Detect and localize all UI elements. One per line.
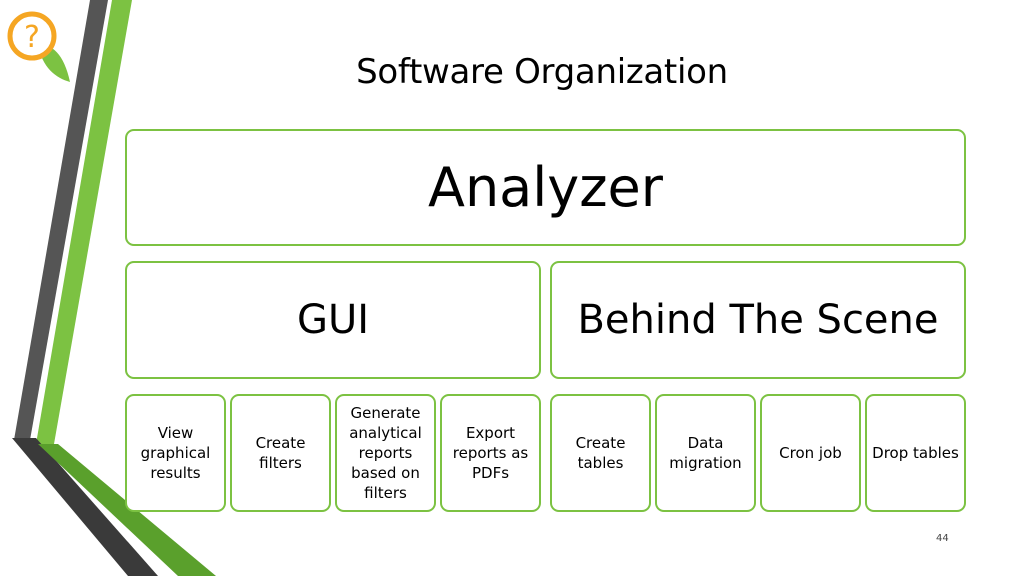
leaf-generate-analytical-reports: Generate analytical reports based on fil… [335, 394, 436, 512]
stripe-dark-lower [12, 438, 158, 576]
analyzer-label: Analyzer [428, 156, 663, 219]
question-mark-leaf-logo: ? [7, 11, 70, 82]
leaf-export-reports-as-pdfs: Export reports as PDFs [440, 394, 541, 512]
slide-title: Software Organization [356, 52, 728, 92]
leaf-data-migration: Data migration [655, 394, 756, 512]
leaf-label: Generate analytical reports based on fil… [349, 404, 422, 502]
stripe-green [36, 0, 132, 444]
stripe-dark [14, 0, 108, 440]
leaf-cron-job: Cron job [760, 394, 861, 512]
leaf-label: Create filters [255, 434, 306, 472]
stripe-green-lower [38, 444, 216, 576]
gui-label: GUI [296, 297, 370, 343]
leaf-drop-tables: Drop tables [865, 394, 966, 512]
behind-the-scene-label: Behind The Scene [577, 297, 939, 343]
leaf-label: Cron job [779, 444, 842, 462]
page-number: 44 [936, 533, 949, 544]
leaf-label: Export reports as PDFs [452, 424, 529, 482]
analyzer-box: Analyzer [125, 129, 966, 246]
logo-ring [7, 11, 57, 61]
decorative-stripes [12, 0, 216, 576]
leaf-label: Data migration [669, 434, 742, 472]
leaf-view-graphical-results: View graphical results [125, 394, 226, 512]
leaf-label: View graphical results [140, 424, 211, 482]
leaf-label: Drop tables [872, 444, 959, 462]
leaf-create-filters: Create filters [230, 394, 331, 512]
gui-box: GUI [125, 261, 541, 379]
leaf-label: Create tables [575, 434, 626, 472]
behind-the-scene-box: Behind The Scene [550, 261, 966, 379]
question-mark-icon: ? [24, 20, 40, 55]
leaf-create-tables: Create tables [550, 394, 651, 512]
